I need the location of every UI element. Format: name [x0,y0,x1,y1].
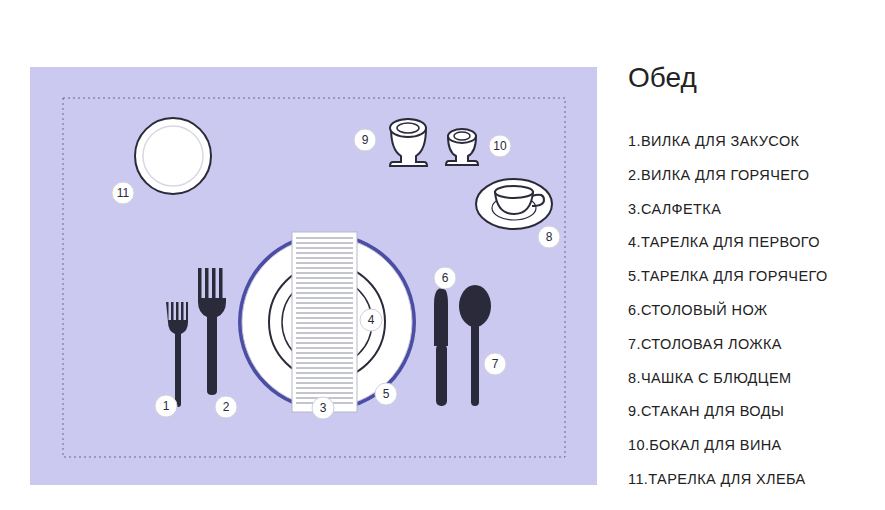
legend-item: 11.ТАРЕЛКА ДЛЯ ХЛЕБА [628,471,806,487]
napkin-stripe [296,358,353,359]
callout-number: 1 [163,399,170,413]
napkin-stripe [296,383,353,384]
napkin-stripe [296,393,353,394]
legend-item: 10.БОКАЛ ДЛЯ ВИНА [628,437,782,453]
napkin-stripe [296,363,353,364]
wine-glass [446,129,478,165]
legend-item: 7.СТОЛОВАЯ ЛОЖКА [628,336,782,352]
legend-item: 5.ТАРЕЛКА ДЛЯ ГОРЯЧЕГО [628,268,828,284]
callout-number: 8 [546,230,553,244]
callout-circle [375,383,397,405]
napkin [292,232,357,412]
napkin-stripe [296,253,353,254]
napkin-stripe [296,298,353,299]
napkin-stripe [296,348,353,349]
napkin-stripe [296,373,353,374]
callout-circle [112,182,134,204]
callout-number: 11 [117,186,129,200]
dinner-knife [434,288,448,406]
callout-number: 9 [362,133,369,147]
legend-item: 8.ЧАШКА С БЛЮДЦЕМ [628,370,792,386]
salad-fork [166,302,188,407]
legend-item: 2.ВИЛКА ДЛЯ ГОРЯЧЕГО [628,167,809,183]
napkin-stripe [296,318,353,319]
callout-circle [312,397,334,419]
napkin-stripe [296,273,353,274]
callout-circle [489,135,511,157]
callout-circle [354,129,376,151]
napkin-stripe [296,263,353,264]
callout-number: 4 [368,313,375,327]
napkin-stripe [296,323,353,324]
callout-circle [360,309,382,331]
callout-number: 10 [493,139,506,153]
legend-item: 6.СТОЛОВЫЙ НОЖ [628,302,768,318]
water-glass [390,119,427,166]
callout-circle [484,353,506,375]
napkin-stripe [296,338,353,339]
napkin-stripe [296,258,353,259]
callout-number: 7 [492,357,499,371]
napkin-stripe [296,368,353,369]
dinner-plate [238,233,416,411]
napkin-stripe [296,328,353,329]
legend-item: 9.СТАКАН ДЛЯ ВОДЫ [628,403,784,419]
soup-spoon [459,285,491,406]
diagram-title: Обед [628,62,697,94]
napkin-stripe [296,343,353,344]
legend-item: 4.ТАРЕЛКА ДЛЯ ПЕРВОГО [628,234,820,250]
napkin-stripe [296,268,353,269]
dinner-fork [198,268,226,395]
placemat-border [63,98,565,457]
napkin-stripe [296,278,353,279]
napkin-stripe [296,388,353,389]
napkin-stripe [296,293,353,294]
napkin-stripe [296,378,353,379]
legend-item: 3.САЛФЕТКА [628,201,721,217]
napkin-stripe [296,243,353,244]
legend-item: 1.ВИЛКА ДЛЯ ЗАКУСОК [628,133,799,149]
napkin-stripe [296,248,353,249]
placemat [30,67,597,485]
napkin-stripe [296,288,353,289]
callout-circle [538,226,560,248]
napkin-stripe [296,333,353,334]
napkin-stripe [296,308,353,309]
napkin-stripe [296,238,353,239]
napkin-stripe [296,353,353,354]
napkin-stripe [296,303,353,304]
bread-plate [135,118,211,194]
napkin-stripe [296,283,353,284]
callout-number: 5 [383,387,390,401]
napkin-stripe [296,313,353,314]
bread-plate-rim [143,126,203,186]
callout-circle [215,396,237,418]
cup-and-saucer [476,179,552,229]
callout-number: 6 [442,271,449,285]
callout-circle [155,395,177,417]
callout-circle [434,267,456,289]
callout-number: 2 [223,400,230,414]
callout-number: 3 [320,401,327,415]
